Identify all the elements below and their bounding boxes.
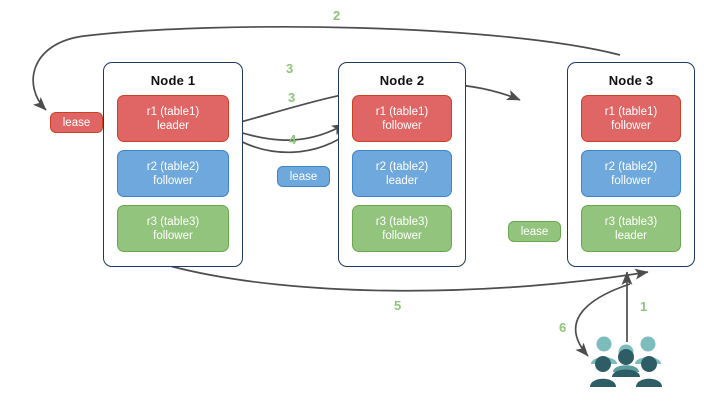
replica-role: follower	[153, 174, 193, 187]
arrow-step-5	[169, 265, 649, 292]
clients-group[interactable]	[588, 333, 664, 393]
replica-name: r1 (table1)	[146, 105, 200, 118]
step-label-3-lower: 3	[288, 90, 296, 105]
replica-name: r2 (table2)	[146, 160, 200, 173]
lease-label: lease	[62, 116, 91, 129]
lease-label: lease	[289, 170, 318, 183]
replica-stack: r1 (table1) follower r2 (table2) leader …	[352, 95, 452, 252]
replica-n2-r1[interactable]: r1 (table1) follower	[352, 95, 452, 142]
lease-label: lease	[520, 225, 549, 238]
replica-n1-r2[interactable]: r2 (table2) follower	[117, 150, 229, 197]
replica-role: leader	[615, 229, 647, 242]
replica-stack: r1 (table1) follower r2 (table2) followe…	[581, 95, 681, 252]
replica-name: r2 (table2)	[375, 160, 429, 173]
replica-role: leader	[386, 174, 418, 187]
replica-n1-r1[interactable]: r1 (table1) leader	[117, 95, 229, 142]
step-label-2: 2	[333, 8, 341, 23]
node-title: Node 2	[379, 73, 425, 88]
replica-name: r2 (table2)	[604, 160, 658, 173]
node-title: Node 1	[150, 73, 196, 88]
replica-name: r3 (table3)	[146, 215, 200, 228]
node-title: Node 3	[608, 73, 654, 88]
replica-role: follower	[382, 119, 422, 132]
step-label-5: 5	[394, 298, 402, 313]
replica-role: follower	[153, 229, 193, 242]
node-card-1[interactable]: Node 1 r1 (table1) leader r2 (table2) fo…	[103, 62, 243, 267]
step-label-1: 1	[640, 299, 648, 314]
step-label-6: 6	[559, 320, 567, 335]
replica-n3-r1[interactable]: r1 (table1) follower	[581, 95, 681, 142]
lease-badge-red[interactable]: lease	[50, 112, 103, 133]
node-card-3[interactable]: Node 3 r1 (table1) follower r2 (table2) …	[567, 62, 695, 267]
replica-name: r3 (table3)	[604, 215, 658, 228]
people-icon	[590, 336, 662, 387]
replica-n3-r3[interactable]: r3 (table3) leader	[581, 205, 681, 252]
lease-badge-blue[interactable]: lease	[277, 166, 330, 187]
replica-n2-r2[interactable]: r2 (table2) leader	[352, 150, 452, 197]
replica-role: follower	[611, 119, 651, 132]
node-card-2[interactable]: Node 2 r1 (table1) follower r2 (table2) …	[338, 62, 466, 267]
replica-name: r3 (table3)	[375, 215, 429, 228]
replica-stack: r1 (table1) leader r2 (table2) follower …	[117, 95, 229, 252]
replica-role: follower	[611, 174, 651, 187]
replica-n1-r3[interactable]: r3 (table3) follower	[117, 205, 229, 252]
replica-n2-r3[interactable]: r3 (table3) follower	[352, 205, 452, 252]
replica-name: r1 (table1)	[604, 105, 658, 118]
step-label-3-upper: 3	[286, 61, 294, 76]
step-label-4: 4	[289, 132, 297, 147]
lease-badge-green[interactable]: lease	[508, 221, 561, 242]
replica-role: leader	[157, 119, 189, 132]
replica-name: r1 (table1)	[375, 105, 429, 118]
replica-n3-r2[interactable]: r2 (table2) follower	[581, 150, 681, 197]
replica-role: follower	[382, 229, 422, 242]
